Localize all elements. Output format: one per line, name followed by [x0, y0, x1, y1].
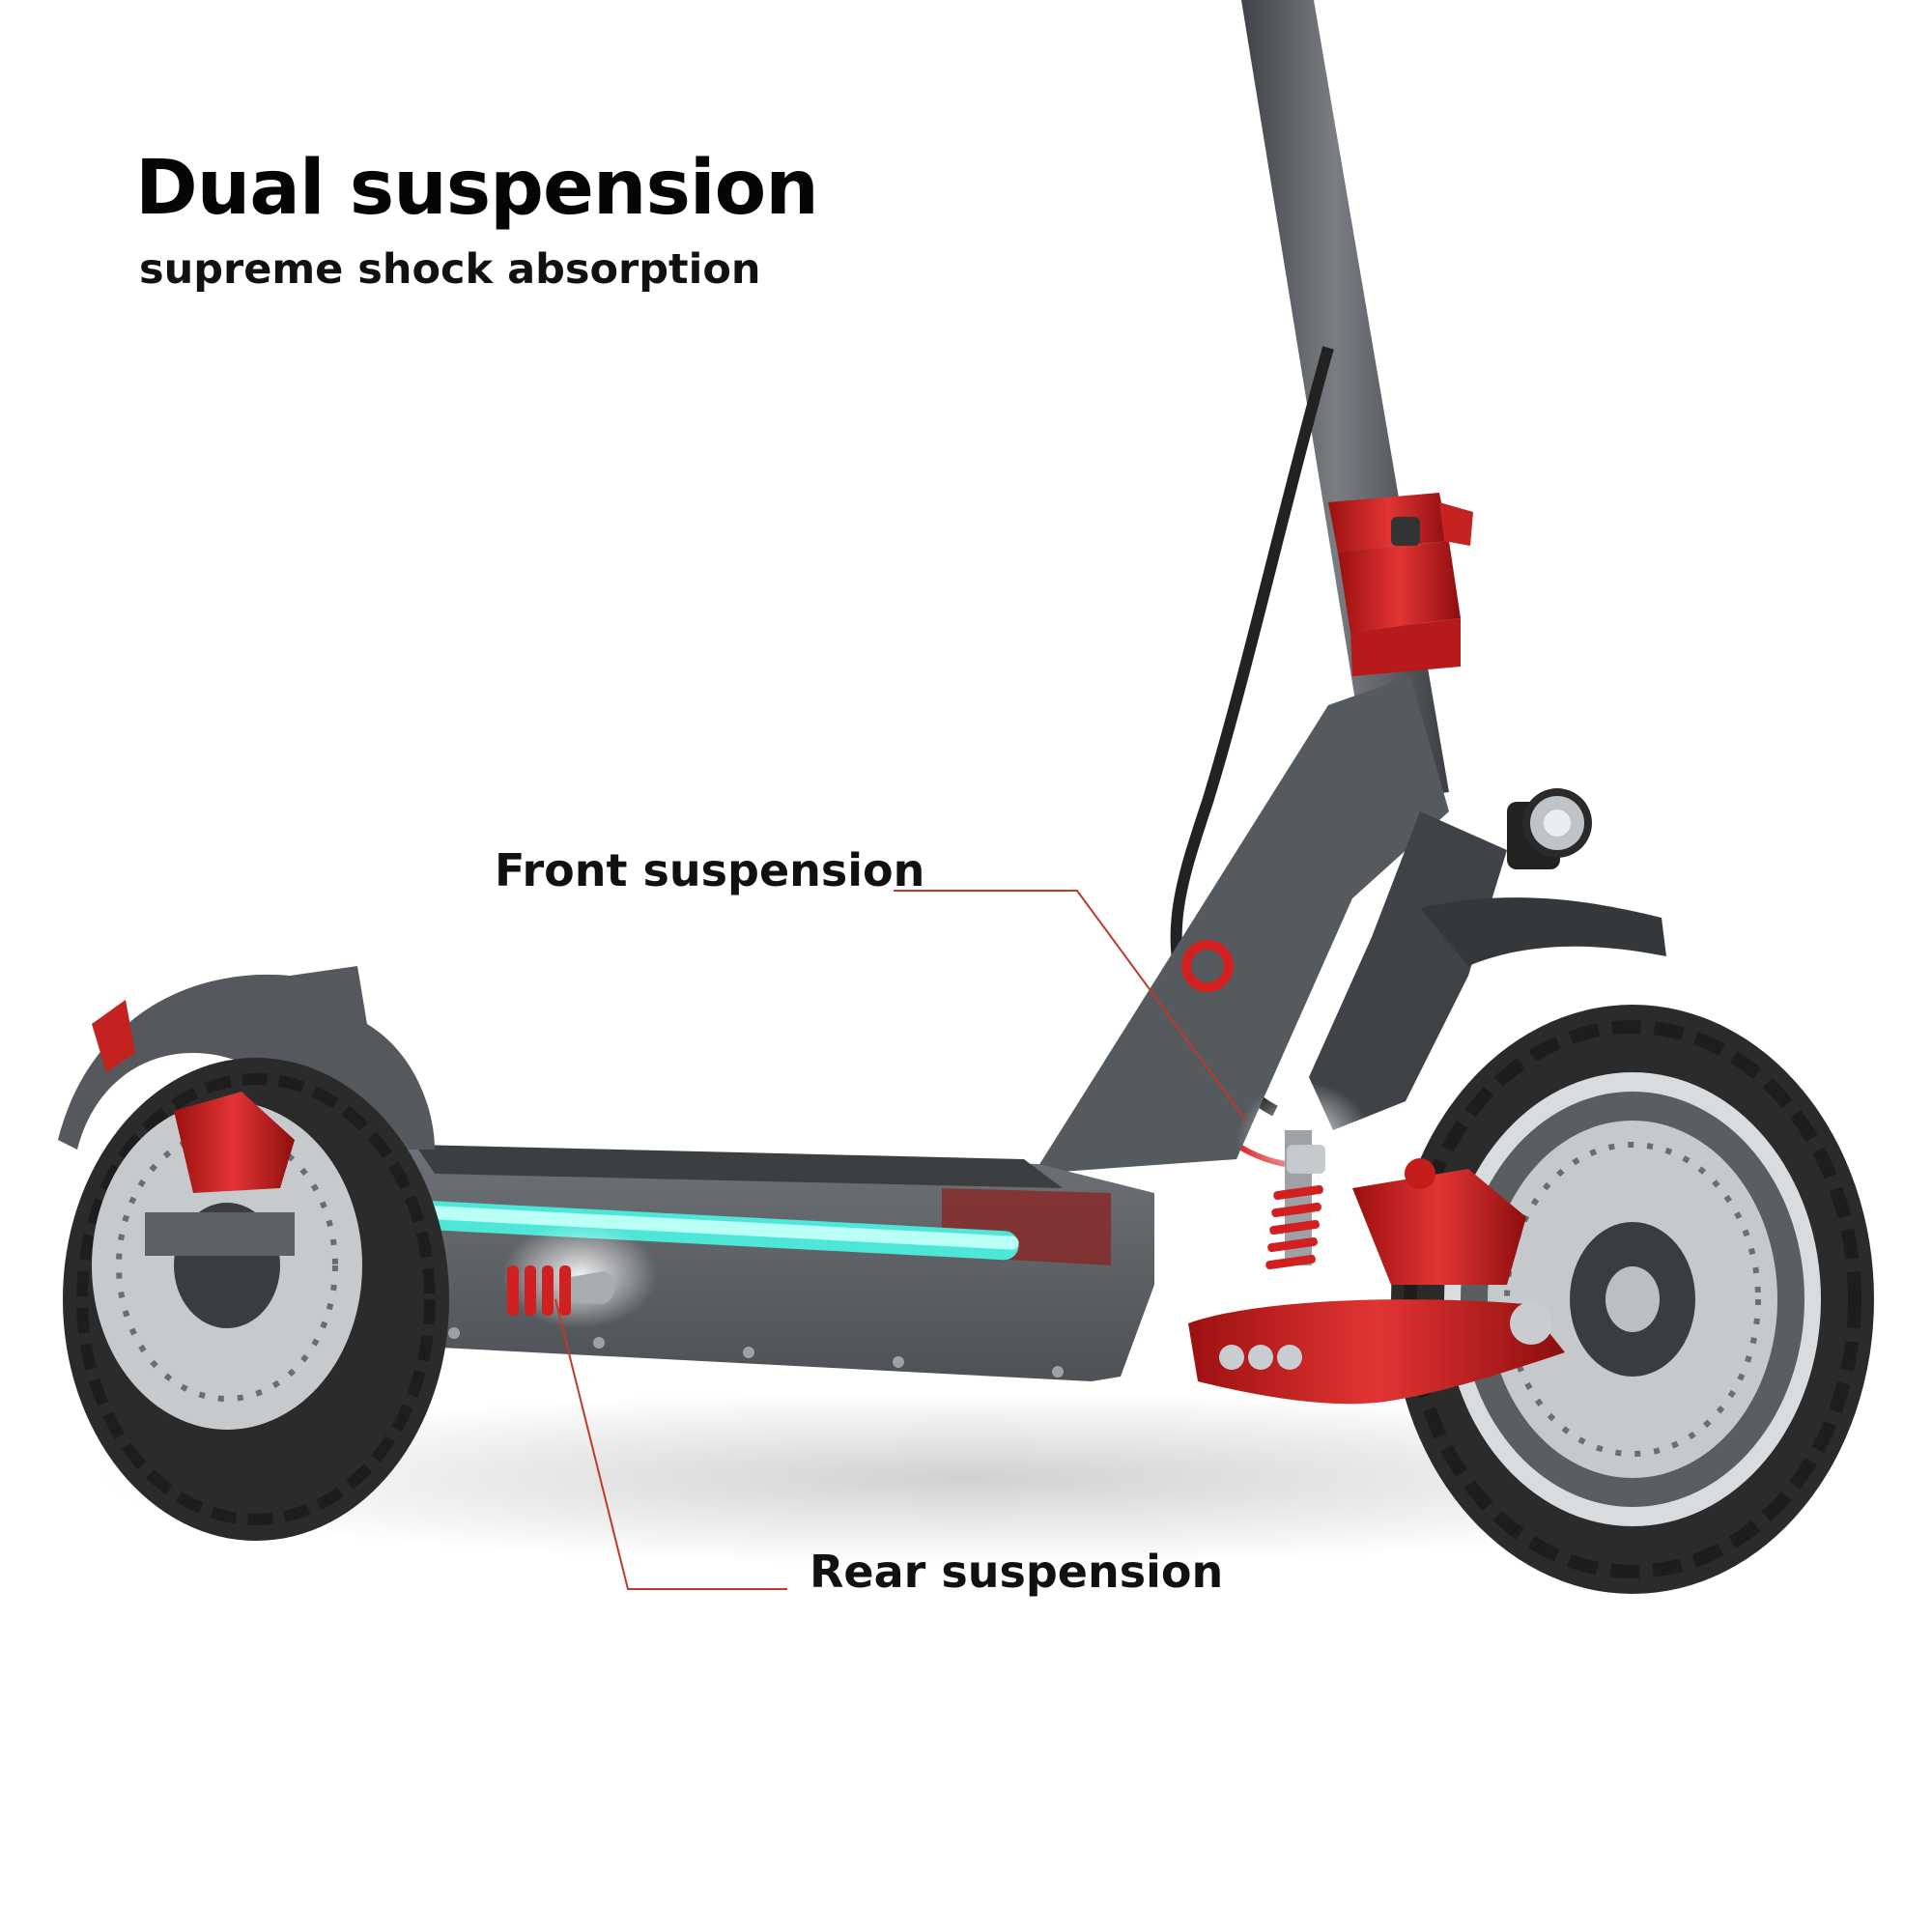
- rear-swingarm: [145, 1212, 295, 1256]
- rear-wheel: [63, 1058, 449, 1541]
- front-suspension-leader-line: [894, 890, 1247, 1122]
- headline: Dual suspension: [135, 145, 819, 232]
- rear-brake-caliper: [174, 1092, 295, 1193]
- rear-suspension-spring: [502, 1222, 657, 1328]
- front-swingarm: [1188, 1299, 1565, 1405]
- stem: [1241, 0, 1592, 869]
- front-suspension-spring: [1236, 1082, 1372, 1270]
- ground-shadow: [97, 1391, 1835, 1565]
- front-brake-caliper: [1352, 1158, 1526, 1285]
- front-suspension-label: Front suspension: [495, 844, 925, 896]
- headlight: [1507, 788, 1592, 869]
- rear-suspension-leader-line: [554, 1298, 787, 1590]
- deck: [280, 1145, 1154, 1381]
- front-wheel: [1391, 1005, 1874, 1594]
- folding-clamp: [1328, 493, 1473, 676]
- subheadline: supreme shock absorption: [139, 245, 761, 294]
- front-mudguard: [1420, 897, 1666, 966]
- neck: [1034, 676, 1507, 1174]
- rear-suspension-label: Rear suspension: [810, 1546, 1224, 1598]
